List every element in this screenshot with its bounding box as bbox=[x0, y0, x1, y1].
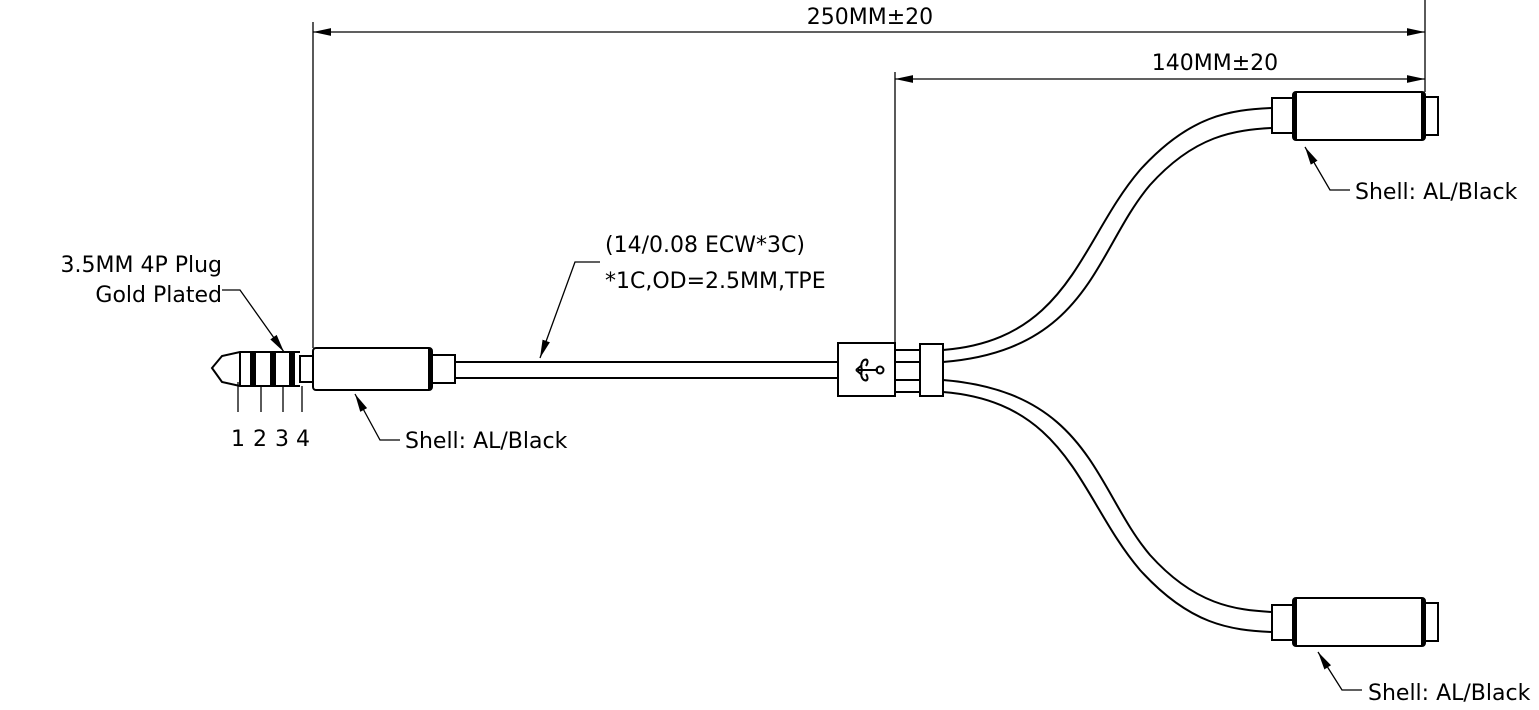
pin-3: 3 bbox=[275, 427, 289, 452]
dimension-branch-label: 140MM±20 bbox=[1152, 51, 1278, 76]
main-cable bbox=[455, 361, 838, 379]
cable-spec-label: (14/0.08 ECW*3C) *1C,OD=2.5MM,TPE bbox=[539, 233, 826, 359]
svg-text:Shell: AL/Black: Shell: AL/Black bbox=[1355, 180, 1518, 205]
dimension-overall-label: 250MM±20 bbox=[807, 5, 933, 30]
pin-2: 2 bbox=[253, 427, 267, 452]
lower-branch-cable bbox=[942, 379, 1273, 633]
plug-label-line1: 3.5MM 4P Plug bbox=[61, 253, 223, 278]
svg-text:*1C,OD=2.5MM,TPE: *1C,OD=2.5MM,TPE bbox=[605, 269, 826, 294]
plug-label: 3.5MM 4P Plug Gold Plated bbox=[61, 253, 285, 353]
lower-jack-shell-label: Shell: AL/Black bbox=[1317, 651, 1531, 706]
dimension-branch: 140MM±20 bbox=[894, 51, 1425, 343]
pin-4: 4 bbox=[296, 427, 310, 452]
plug-label-line2: Gold Plated bbox=[95, 283, 222, 308]
svg-text:Shell: AL/Black: Shell: AL/Black bbox=[405, 429, 568, 454]
upper-branch-cable bbox=[942, 107, 1273, 363]
upper-jack-shell-label: Shell: AL/Black bbox=[1304, 146, 1518, 205]
splitter-body bbox=[837, 342, 944, 397]
pin-1: 1 bbox=[231, 427, 245, 452]
pin-numbers: 1 2 3 4 bbox=[231, 382, 310, 452]
svg-text:(14/0.08 ECW*3C): (14/0.08 ECW*3C) bbox=[605, 233, 805, 258]
svg-text:Shell: AL/Black: Shell: AL/Black bbox=[1368, 681, 1531, 706]
logo-icon bbox=[855, 358, 885, 382]
lower-jack bbox=[1271, 597, 1439, 647]
upper-jack bbox=[1271, 91, 1439, 141]
plug-shell-label: Shell: AL/Black bbox=[354, 393, 568, 454]
dimension-overall: 250MM±20 bbox=[312, 0, 1426, 348]
plug-3-5mm bbox=[210, 347, 456, 391]
